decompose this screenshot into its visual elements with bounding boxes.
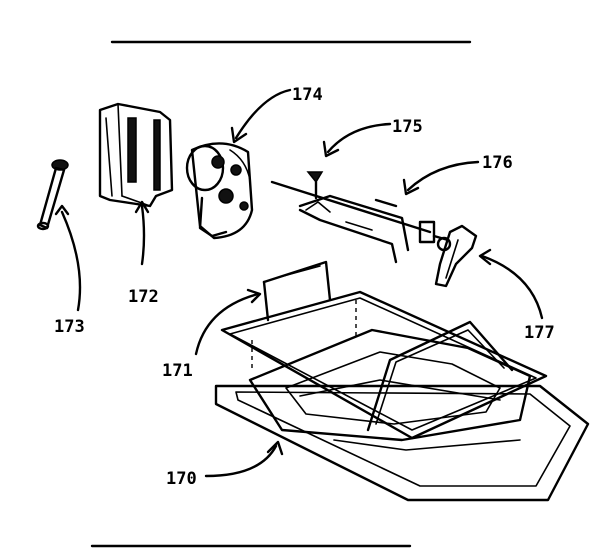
leader-177 — [478, 248, 544, 320]
callout-173: 173 — [54, 317, 85, 337]
callout-170: 170 — [166, 469, 197, 489]
callout-177: 177 — [524, 323, 555, 343]
leader-170 — [204, 440, 284, 478]
leader-176 — [402, 160, 480, 196]
leader-172 — [134, 200, 150, 266]
part-170-pan — [214, 328, 590, 502]
part-172-housing — [98, 102, 174, 208]
leader-174 — [230, 88, 292, 144]
callout-174: 174 — [292, 85, 323, 105]
leader-171 — [194, 288, 262, 356]
callout-176: 176 — [482, 153, 513, 173]
part-171-rack — [220, 260, 548, 440]
callout-172: 172 — [128, 287, 159, 307]
part-176-fork — [270, 180, 436, 264]
leader-175 — [322, 122, 392, 158]
part-177-handle — [432, 224, 478, 288]
part-173-pin — [36, 159, 69, 231]
callout-171: 171 — [162, 361, 193, 381]
part-174-motor — [185, 142, 254, 240]
callout-175: 175 — [392, 117, 423, 137]
leader-173 — [54, 204, 82, 312]
